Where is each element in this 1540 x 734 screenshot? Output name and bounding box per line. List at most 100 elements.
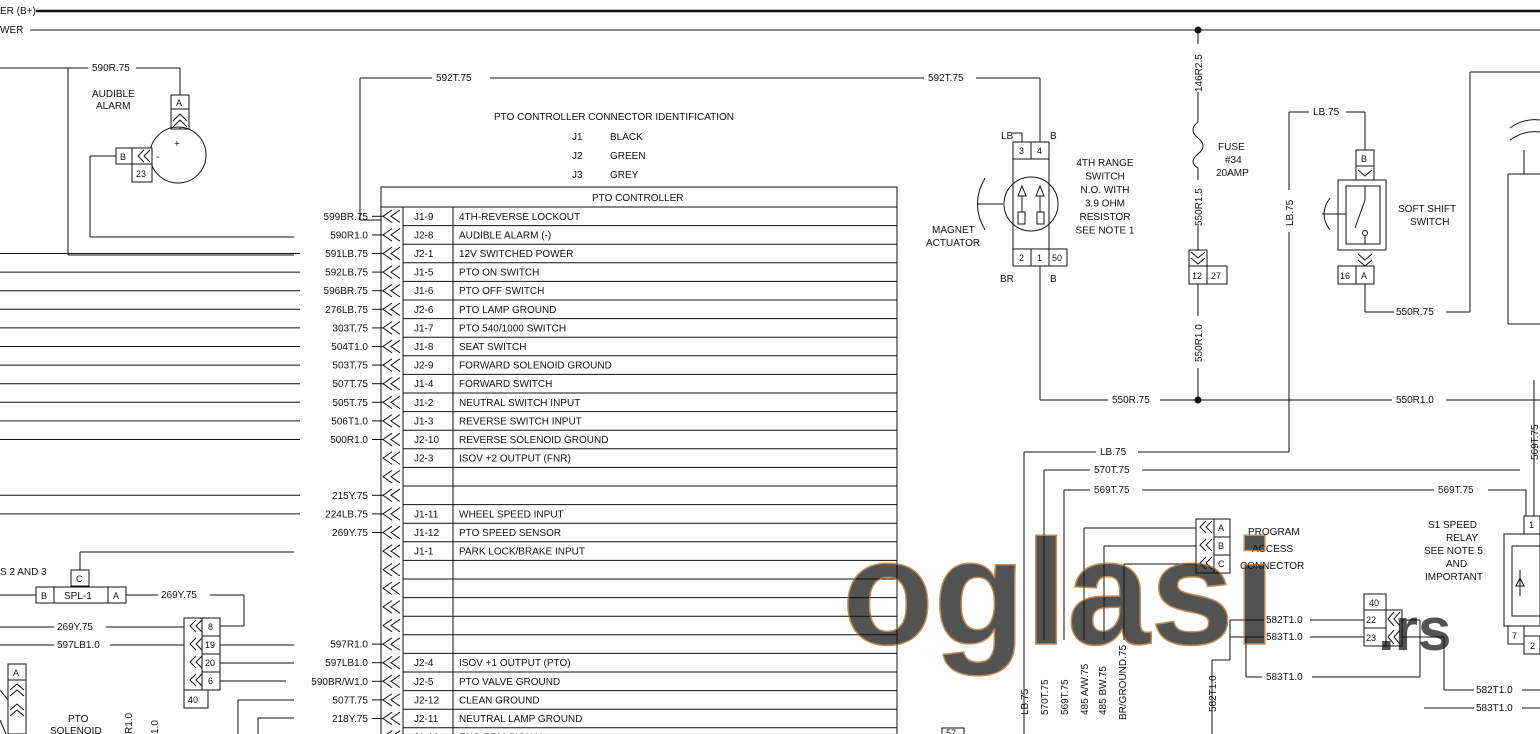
- controller-pin: J1-8: [414, 342, 434, 353]
- controller-pin: J2-6: [414, 305, 434, 316]
- fuse-wire-top: 146R2.5: [1194, 54, 1205, 92]
- alarm-label-2: ALARM: [96, 101, 130, 112]
- alarm-pin-a: A: [176, 98, 182, 108]
- program-pin-a: A: [1218, 523, 1224, 533]
- controller-wire-label: 215Y.75: [332, 491, 368, 502]
- relay-pin-7: 7: [1512, 631, 1517, 641]
- controller-wire-label: 507T.75: [332, 695, 368, 706]
- range-desc-line: SWITCH: [1085, 172, 1124, 183]
- mini-pin-40: 40: [188, 695, 198, 705]
- fuse-pin-27: 27: [1211, 271, 1221, 281]
- controller-wire-label: 597LB1.0: [325, 658, 368, 669]
- fuse-label-1: FUSE: [1218, 142, 1245, 153]
- mini-connector: 8 19 20 6 40: [183, 617, 294, 709]
- controller-function: PTO LAMP GROUND: [459, 305, 556, 316]
- controller-function: CLEAN GROUND: [459, 695, 540, 706]
- spl-note: S 2 AND 3: [0, 567, 47, 578]
- controller-wire-label: 599BR.75: [324, 212, 369, 223]
- range-pin-3: 3: [1019, 146, 1024, 156]
- solenoid-label-1: PTO: [68, 714, 89, 725]
- range-desc-line: N.O. WITH: [1081, 185, 1130, 196]
- controller-wire-label: 224LB.75: [325, 509, 368, 520]
- spl-wire-left: 269Y.75: [57, 622, 93, 633]
- program-label-3: CONNECTOR: [1240, 561, 1304, 572]
- wire-583t10-b: 583T1.0: [1266, 672, 1303, 683]
- vertical-wire-label: 485 BW.75: [1098, 666, 1109, 715]
- spl-pin-b: B: [41, 591, 47, 601]
- range-desc-line: 4TH RANGE: [1076, 158, 1134, 169]
- conn40-pin-23: 23: [1366, 633, 1376, 643]
- conn-id-title: PTO CONTROLLER CONNECTOR IDENTIFICATION: [494, 112, 734, 123]
- conn40-pin-22: 22: [1366, 615, 1376, 625]
- controller-pin: J1-10: [414, 733, 439, 734]
- program-pin-c: C: [1218, 559, 1225, 569]
- range-lb: LB: [1001, 131, 1014, 142]
- controller-pin: J1-3: [414, 416, 434, 427]
- soft-wire-lb: LB.75: [1313, 107, 1340, 118]
- relay-label-3: SEE NOTE 5: [1424, 546, 1483, 557]
- wire-lb75-bottom: LB.75: [1100, 447, 1127, 458]
- controller-function: REVERSE SOLENOID GROUND: [459, 435, 608, 446]
- controller-wire-label: 218Y.75: [332, 714, 368, 725]
- fourth-range-switch: LB B 3 4 2 1 50 BR B MAGNET ACTUATOR 4TH…: [926, 131, 1135, 401]
- audible-alarm: 590R.75 AUDIBLE ALARM A + - B 23: [0, 63, 294, 256]
- wire-569t75-vertical: 569T.75: [1530, 424, 1540, 460]
- controller-function: PTO SPEED SENSOR: [459, 528, 561, 539]
- wire-582t10: 582T1.0: [1266, 615, 1303, 626]
- controller-pin: J2-4: [414, 658, 434, 669]
- wire-569t75-right: 569T.75: [1438, 485, 1474, 496]
- controller-function: PARK LOCK/BRAKE INPUT: [459, 547, 585, 558]
- alarm-label-1: AUDIBLE: [92, 89, 135, 100]
- fuse-wire-bot: 550R1.0: [1194, 324, 1205, 362]
- controller-pin: J1-11: [414, 509, 439, 520]
- controller-pin: J2-11: [414, 714, 439, 725]
- controller-wire-label: 590BR/W1.0: [311, 677, 368, 688]
- fuse-pin-12: 12: [1192, 271, 1202, 281]
- controller-wire-label: 592LB.75: [325, 268, 368, 279]
- program-access-connector: A B C PROGRAM ACCESS CONNECTOR: [1195, 518, 1304, 574]
- controller-pin: J2-12: [414, 695, 439, 706]
- range-pin-1: 1: [1037, 253, 1042, 263]
- lower-right-wiring: LB.75 570T.75 569T.75 569T.75 569T.75 LB…: [1020, 380, 1540, 734]
- controller-function: PTO 540/1000 SWITCH: [459, 323, 566, 334]
- controller-wire-label: 505T.75: [332, 398, 368, 409]
- controller-wire-label: 276LB.75: [325, 305, 368, 316]
- controller-function: NEUTRAL LAMP GROUND: [459, 714, 582, 725]
- controller-wire-label: 507T.75: [332, 379, 368, 390]
- soft-wire-550: 550R.75: [1396, 307, 1434, 318]
- controller-pin: J2-9: [414, 361, 434, 372]
- controller-function: PTO OFF SWITCH: [459, 286, 544, 297]
- vertical-wire-label: 569T.75: [1060, 679, 1071, 715]
- connector-terminal: [382, 562, 401, 577]
- controller-pin: J1-7: [414, 323, 434, 334]
- range-pin-50: 50: [1052, 253, 1062, 263]
- wire-550r10-bottom: 550R1.0: [1396, 395, 1434, 406]
- connector-terminal: [382, 600, 401, 614]
- soft-shift-switch: LB.75 B SOFT SHIFT SWITCH 16 A 550R.75: [1313, 71, 1540, 325]
- controller-function: REVERSE SWITCH INPUT: [459, 416, 582, 427]
- controller-function: FORWARD SOLENOID GROUND: [459, 361, 612, 372]
- range-b-bot: B: [1050, 274, 1057, 285]
- magnet-label-2: ACTUATOR: [926, 238, 980, 249]
- relay-pin-2: 2: [1530, 641, 1535, 651]
- wire-583t10: 583T1.0: [1266, 632, 1303, 643]
- wire-lb75-vertical: LB.75: [1138, 111, 1309, 453]
- controller-wire-label: 503T.75: [332, 361, 368, 372]
- range-desc-line: SEE NOTE 1: [1076, 226, 1135, 237]
- controller-pin: J1-9: [414, 212, 434, 223]
- wire-582t10-vertical: 582T1.0: [1208, 675, 1219, 712]
- connector-40-22-23: 40 22 23 582T1.0 583T1.0 582T1.0 583T1.0…: [1208, 593, 1540, 734]
- controller-pin: J1-1: [414, 547, 434, 558]
- conn-id-green: GREEN: [610, 151, 646, 162]
- power-bus: ER (B+) WER: [0, 6, 1540, 36]
- fuse-label-3: 20AMP: [1216, 168, 1249, 179]
- lower-wires: [237, 699, 294, 734]
- controller-pin: J1-5: [414, 268, 434, 279]
- controller-function: AUDIBLE ALARM (-): [459, 230, 551, 241]
- mini-pin-19: 19: [205, 640, 215, 650]
- soft-pin-b: B: [1361, 154, 1367, 164]
- controller-pin: J1-6: [414, 286, 434, 297]
- program-label-2: ACCESS: [1252, 544, 1293, 555]
- controller-wire-label: 500R1.0: [330, 435, 368, 446]
